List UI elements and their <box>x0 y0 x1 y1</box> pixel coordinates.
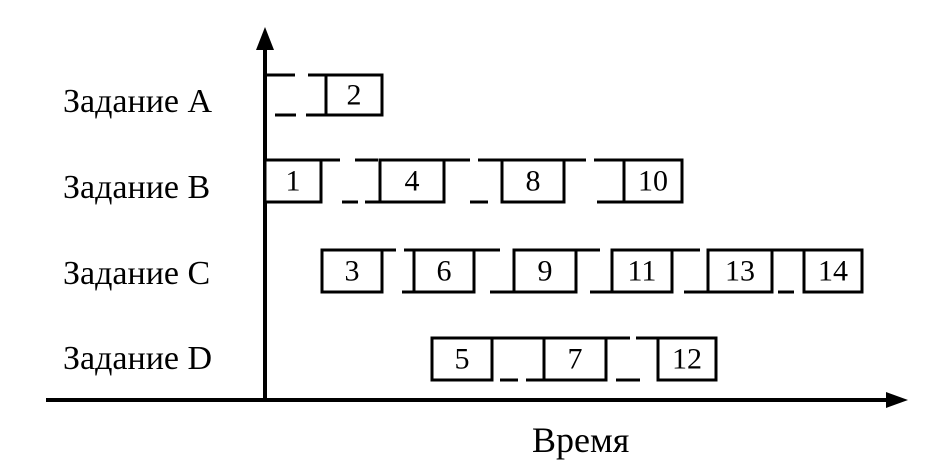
block-c-6: 6 <box>412 248 476 294</box>
block-c-13: 13 <box>706 248 774 294</box>
block-number: 5 <box>455 343 470 376</box>
block-number: 14 <box>818 255 848 288</box>
block-box <box>802 248 864 294</box>
block-b-10: 10 <box>622 158 684 204</box>
block-box <box>512 248 578 294</box>
block-box <box>412 248 476 294</box>
block-number: 13 <box>725 255 755 288</box>
row-label-d: Задание D <box>63 340 212 377</box>
block-box <box>542 336 608 382</box>
row-label-b: Задание B <box>63 169 210 206</box>
block-number: 3 <box>345 255 360 288</box>
block-number: 12 <box>672 343 702 376</box>
x-axis-label: Время <box>532 420 629 460</box>
block-box <box>430 336 494 382</box>
y-axis-arrowhead <box>256 27 274 50</box>
x-axis-arrowhead <box>886 392 908 408</box>
block-box <box>622 158 684 204</box>
block-box <box>610 248 674 294</box>
block-box <box>320 248 384 294</box>
block-number: 7 <box>568 343 583 376</box>
block-box <box>378 158 446 204</box>
block-number: 4 <box>405 165 420 198</box>
block-b-1: 1 <box>263 158 323 204</box>
block-box <box>706 248 774 294</box>
row-d-timeline: 5 7 12 <box>430 336 718 382</box>
axes: Время <box>46 27 908 460</box>
block-number: 9 <box>538 255 553 288</box>
block-b-8: 8 <box>500 158 566 204</box>
row-a-timeline: 2 <box>265 73 384 117</box>
block-a-2: 2 <box>324 73 384 117</box>
block-box <box>656 336 718 382</box>
block-number: 2 <box>347 79 362 112</box>
block-number: 6 <box>437 255 452 288</box>
row-label-c: Задание C <box>63 255 210 292</box>
block-c-3: 3 <box>320 248 384 294</box>
block-box <box>324 73 384 117</box>
row-c-timeline: 3 6 9 11 13 14 <box>320 248 864 294</box>
block-number: 8 <box>526 165 541 198</box>
block-d-5: 5 <box>430 336 494 382</box>
block-box <box>500 158 566 204</box>
block-d-12: 12 <box>656 336 718 382</box>
block-c-14: 14 <box>802 248 864 294</box>
block-number: 10 <box>638 165 668 198</box>
block-c-9: 9 <box>512 248 578 294</box>
block-box <box>263 158 323 204</box>
block-c-11: 11 <box>610 248 674 294</box>
block-b-4: 4 <box>378 158 446 204</box>
block-number: 11 <box>628 255 657 288</box>
block-d-7: 7 <box>542 336 608 382</box>
row-label-a: Задание A <box>63 83 212 120</box>
row-labels: Задание A Задание B Задание C Задание D <box>63 83 212 377</box>
block-number: 1 <box>286 165 301 198</box>
row-b-timeline: 1 4 8 10 <box>263 158 684 204</box>
